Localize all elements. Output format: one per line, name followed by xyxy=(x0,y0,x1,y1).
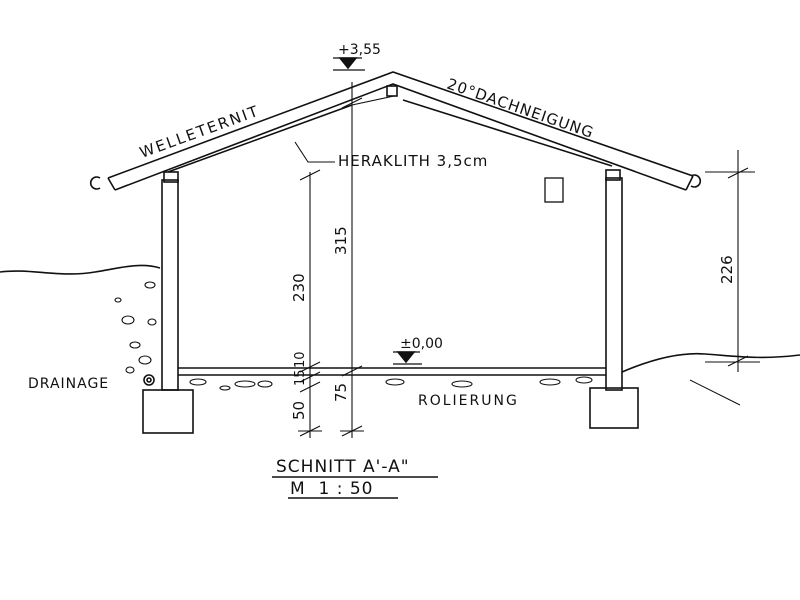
rafter-right xyxy=(402,99,613,167)
vent-window xyxy=(544,177,564,203)
insulation-label: HERAKLITH 3,5cm xyxy=(338,152,488,170)
drainage-pipe xyxy=(143,374,155,386)
dim-226: 226 xyxy=(718,255,736,284)
roof-outer xyxy=(107,71,694,179)
roof-inner xyxy=(114,83,687,191)
left-footing xyxy=(142,389,194,434)
rolierung-label: ROLIERUNG xyxy=(418,393,519,409)
dim-50: 50 xyxy=(290,401,308,420)
dim-315: 315 xyxy=(332,226,350,255)
dim-10: 10 xyxy=(293,351,308,368)
floor-elevation-marker xyxy=(393,351,422,365)
gravel-backfill xyxy=(114,281,157,374)
dim-75: 75 xyxy=(332,383,350,402)
dim-230: 230 xyxy=(290,273,308,302)
floor-elevation-text: ±0,00 xyxy=(400,336,443,352)
roof-pitch-label: 20°DACHNEIGUNG xyxy=(445,75,597,142)
terrain-right xyxy=(621,352,800,373)
gutter-left xyxy=(89,176,101,190)
terrain-left xyxy=(0,264,161,275)
ridge-elevation-text: +3,55 xyxy=(338,42,381,58)
ridge-elevation-marker xyxy=(333,57,365,71)
dim-15: 15 xyxy=(293,369,308,386)
drainage-label: DRAINAGE xyxy=(28,376,109,392)
ridge-beam xyxy=(386,85,398,97)
rolierung-stones xyxy=(189,376,593,391)
right-wall xyxy=(605,177,623,391)
scale-label: M 1 : 50 xyxy=(290,479,373,499)
gutter-right xyxy=(690,174,702,188)
section-title: SCHNITT A'-A" xyxy=(276,457,410,477)
right-footing xyxy=(589,387,639,429)
rafter-left xyxy=(167,104,353,173)
roof-material-label: WELLETERNIT xyxy=(137,102,262,162)
left-wall xyxy=(161,179,179,391)
